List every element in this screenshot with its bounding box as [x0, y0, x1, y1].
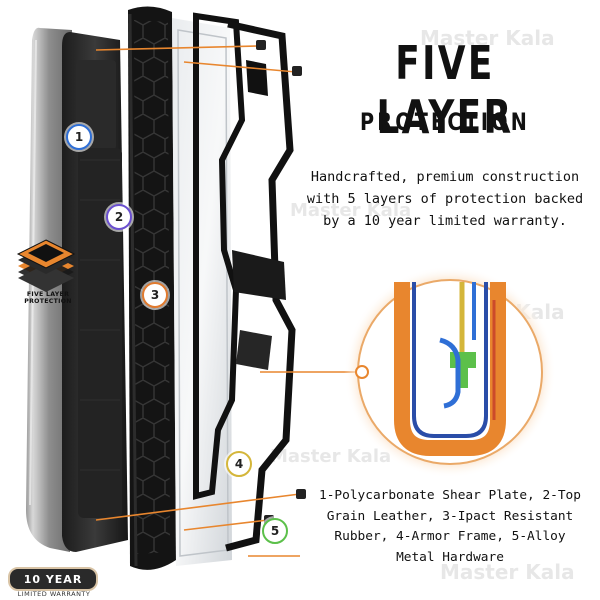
- leader-lines: [95, 45, 360, 557]
- cross-section-detail: [344, 266, 556, 478]
- description-text: Handcrafted, premium construction with 5…: [306, 169, 584, 229]
- clear-panel: [172, 18, 232, 566]
- layer-legend-text: 1-Polycarbonate Shear Plate, 2-Top Grain…: [319, 488, 581, 565]
- warranty-badge: 10 YEAR: [8, 567, 98, 591]
- warranty-label: 10 YEAR: [23, 572, 83, 586]
- five-layer-logo-caption: FIVE LAYER PROTECTION: [24, 291, 72, 305]
- layer-badge-3: 3: [142, 282, 168, 308]
- layer-badge-1: 1: [66, 124, 92, 150]
- layer-badge-5: 5: [262, 518, 288, 544]
- headline-title: FIVE LAYER: [376, 36, 514, 144]
- warranty-sublabel: LIMITED WARRANTY: [17, 590, 91, 598]
- layer-badge-4: 4: [226, 451, 252, 477]
- stacked-layers-icon: [16, 239, 76, 292]
- back-plate: [62, 32, 128, 552]
- armor-frame: [193, 12, 296, 552]
- layer-badge-2: 2: [106, 204, 132, 230]
- headline-subtitle: PROTECTION: [359, 108, 531, 136]
